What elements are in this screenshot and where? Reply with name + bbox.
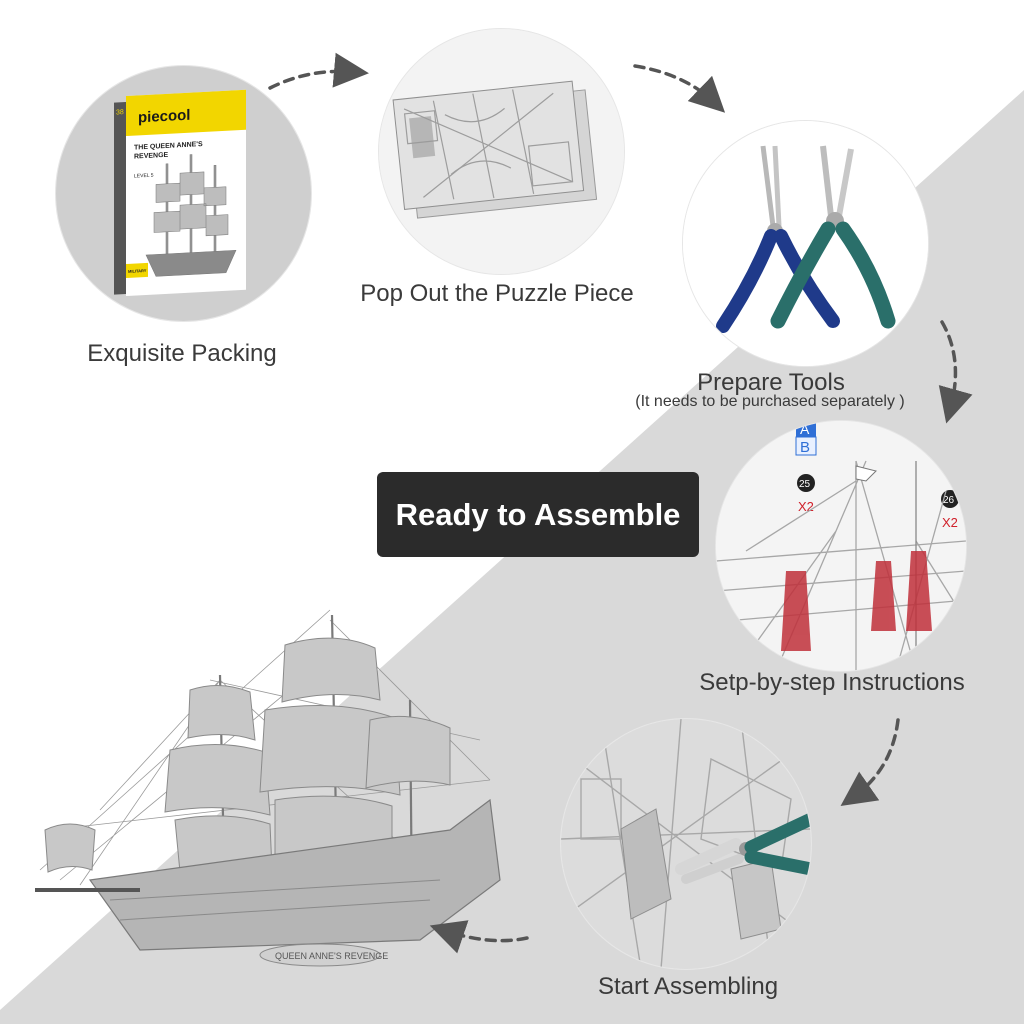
box-side-number: 38 [116,109,124,116]
box-title-line1: THE QUEEN ANNE'S [134,141,203,152]
assembling-image [560,718,812,970]
step-label-tools: Prepare Tools [697,369,845,396]
step-label-instructions: Setp-by-step Instructions [699,669,965,696]
multiplier-2: X2 [942,515,958,530]
box-brand: piecool [138,107,190,127]
step-label-puzzle: Pop Out the Puzzle Piece [360,280,634,307]
cutter-icon [770,145,896,329]
letter-a: A [800,421,810,437]
box-badge: MILITARY [128,268,147,274]
instructions-image: A B 25 X2 26 X2 [715,420,967,672]
box-title-line2: REVENGE [134,152,169,161]
step-number-25: 25 [799,479,811,490]
step-label-packing: Exquisite Packing [87,340,277,367]
ship-name-plate: QUEEN ANNE'S REVENGE [275,951,388,961]
step-note-tools: (It needs to be purchased separately ) [635,393,905,410]
tools-image [682,120,929,367]
multiplier-1: X2 [798,499,814,514]
box-level: LEVEL 5 [134,173,154,180]
packing-image: piecool THE QUEEN ANNE'S REVENGE LEVEL 5… [55,65,312,322]
finished-ship-model: QUEEN ANNE'S REVENGE [35,609,501,967]
letter-b: B [800,439,810,456]
step-number-26: 26 [943,495,955,506]
cutter-icon [675,812,811,884]
step-label-assembling: Start Assembling [597,973,779,1000]
ready-to-assemble-banner: Ready to Assemble [377,472,699,557]
puzzle-sheet-image [378,28,625,275]
